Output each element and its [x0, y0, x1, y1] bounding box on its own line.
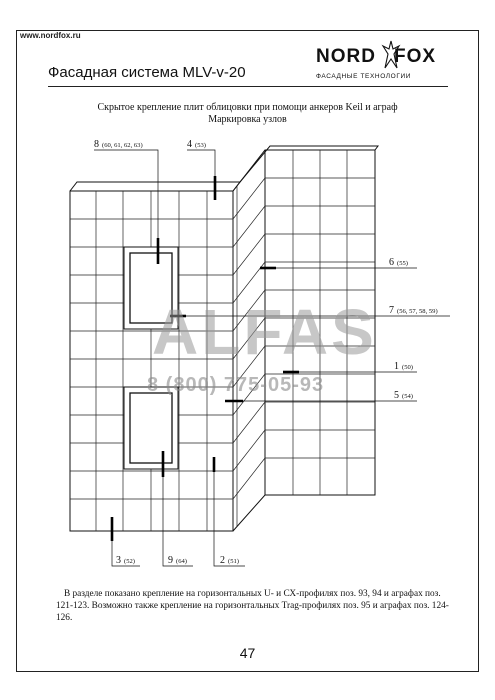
callout-3-ref: (52) [124, 558, 135, 565]
right-wall-tiles [232, 150, 375, 527]
page-frame [16, 30, 479, 672]
callout-5-number: 5 [394, 390, 399, 401]
right-wall-outline [232, 149, 376, 532]
fox-emblem-icon [381, 40, 401, 69]
logo-word-left: NORD [316, 46, 376, 67]
callout-3-number: 3 [116, 555, 121, 566]
header-rule [48, 86, 448, 87]
logo-word-right: FOX [394, 46, 437, 67]
callout-8-ref: (60, 61, 62, 63) [102, 142, 143, 149]
window-openings [123, 246, 179, 470]
logo-tagline: ФАСАДНЫЕ ТЕХНОЛОГИИ [316, 73, 411, 80]
watermark-brand: ALFAS [152, 296, 377, 368]
left-wall-outline [69, 190, 234, 532]
document-title: Фасадная система MLV-v-20 [48, 64, 246, 81]
callout-1-number: 1 [394, 361, 399, 372]
callout-2-number: 2 [220, 555, 225, 566]
callout-7-ref: (56, 57, 58, 59) [397, 308, 438, 315]
callout-9-ref: (64) [176, 558, 187, 565]
footer-note: В разделе показано крепление на горизонт… [56, 589, 449, 623]
callout-8-number: 8 [94, 139, 99, 150]
callout-2-ref: (51) [228, 558, 239, 565]
callout-7-number: 7 [389, 305, 394, 316]
right-wall-cap [239, 145, 379, 183]
leader-lines [94, 149, 450, 567]
callout-1-ref: (50) [402, 364, 413, 371]
drawing-subtitle: Скрытое крепление плит облицовки при пом… [97, 102, 398, 113]
callout-6-ref: (55) [397, 260, 408, 267]
callout-6-number: 6 [389, 257, 394, 268]
callout-4-ref: (53) [195, 142, 206, 149]
watermark-phone: 8 (800) 775-05-93 [147, 374, 325, 396]
page-number: 47 [239, 645, 256, 661]
nordfox-logo: NORD FOX ФАСАДНЫЕ ТЕХНОЛОГИИ [316, 40, 446, 86]
drawing-caption: Маркировка узлов [208, 114, 287, 125]
node-markers [110, 176, 299, 541]
callout-4-number: 4 [187, 139, 192, 150]
site-url[interactable]: www.nordfox.ru [20, 31, 81, 40]
callout-9-number: 9 [168, 555, 173, 566]
callout-5-ref: (54) [402, 393, 413, 400]
